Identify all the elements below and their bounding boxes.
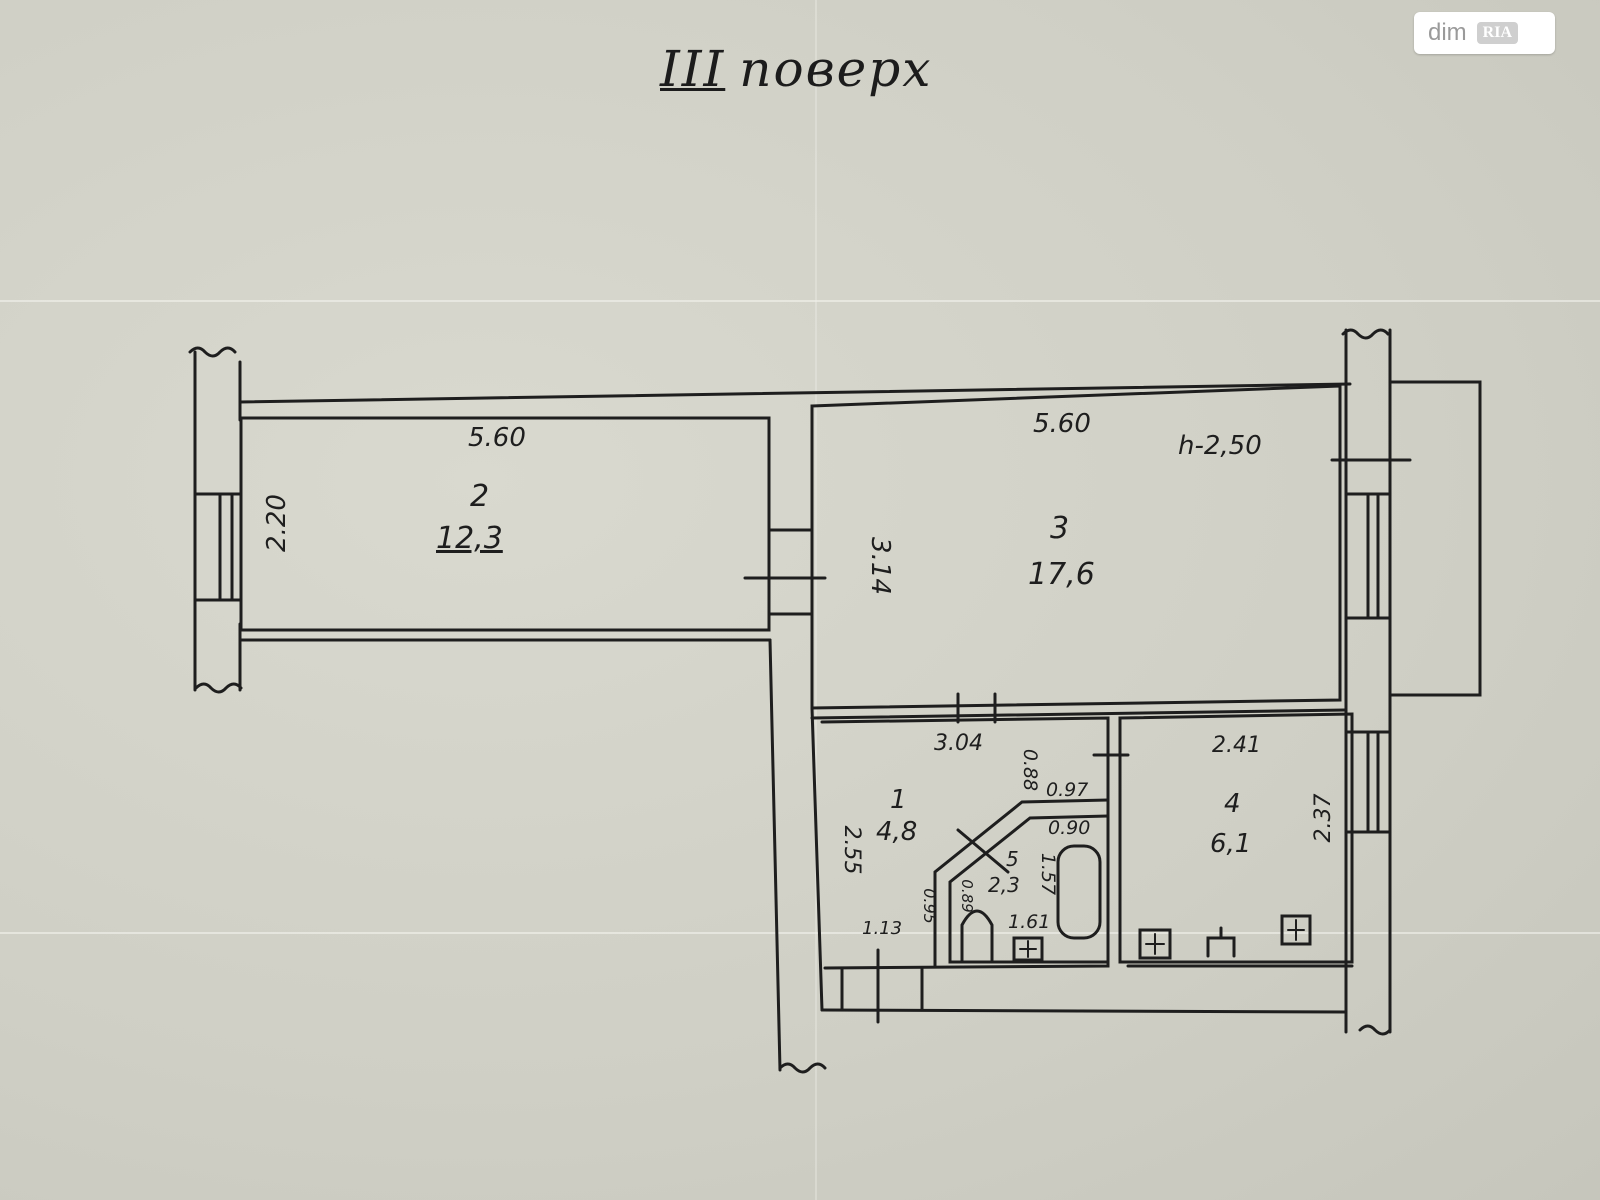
- ceiling-height: h-2,50: [1178, 431, 1262, 461]
- bathroom-inner-wall: [948, 814, 1110, 964]
- right-outer-wall: [1344, 328, 1392, 1034]
- paper-fold-line: [815, 0, 817, 1200]
- wall-break-right-top: [1341, 328, 1390, 340]
- watermark-brand: dim: [1428, 19, 1467, 46]
- floor-label: поверх: [739, 40, 933, 98]
- bottom-outer-wall: [820, 1008, 1348, 1014]
- room-1-width: 3.04: [934, 731, 983, 756]
- kitchen-tap: [1206, 926, 1236, 958]
- dim-097: 0.97: [1046, 779, 1088, 801]
- room-5-number: 5: [1006, 847, 1019, 871]
- wall-break-right-bottom: [1358, 1024, 1392, 1036]
- corridor-walls: [768, 638, 824, 1072]
- bathroom-diagonal-wall: [933, 798, 1110, 968]
- room-2-outline: [239, 416, 771, 632]
- room-4-width: 2.41: [1212, 733, 1261, 758]
- floor-number: III: [660, 40, 726, 98]
- dim-157: 1.57: [1037, 853, 1059, 895]
- wall-break-corridor: [778, 1062, 827, 1074]
- watermark-sub: RIA: [1476, 22, 1519, 44]
- paper-fold-line: [0, 932, 1600, 934]
- door-1-4: [1092, 753, 1130, 802]
- room-1-height: 2.55: [839, 826, 864, 875]
- entrance-door: [840, 948, 924, 1024]
- room-5-area: 2,3: [988, 873, 1020, 897]
- paper-fold-line: [0, 300, 1600, 302]
- balcony-outline: [1388, 380, 1482, 697]
- room-1-outline: [820, 716, 1110, 970]
- window-room-3: [1344, 492, 1392, 620]
- stove: [1280, 914, 1312, 946]
- room-2-height: 2.20: [262, 494, 292, 552]
- room-2-width: 5.60: [468, 423, 526, 453]
- window-room-2: [193, 492, 242, 602]
- dim-113: 1.13: [862, 918, 902, 939]
- toilet: [960, 909, 994, 962]
- sink: [1012, 936, 1044, 962]
- room-1-number: 1: [890, 785, 907, 815]
- room-2-area: 12,3: [436, 521, 503, 556]
- dim-161: 1.61: [1008, 911, 1050, 933]
- room-3-height: 3.14: [865, 537, 895, 595]
- wall-break-top: [188, 346, 237, 358]
- window-room-4: [1344, 730, 1392, 834]
- wall-break-bottom: [194, 682, 243, 694]
- dim-090: 0.90: [1048, 817, 1090, 839]
- dim-088: 0.88: [1019, 749, 1041, 791]
- top-outer-wall: [238, 382, 1352, 404]
- room-4-height: 2.37: [1311, 794, 1336, 843]
- kitchen-sink: [1138, 928, 1172, 960]
- room-3-area: 17,6: [1028, 557, 1095, 592]
- room-4-area: 6,1: [1210, 829, 1251, 859]
- door-3-1: [956, 692, 997, 724]
- room-3-number: 3: [1050, 511, 1069, 546]
- room-1-area: 4,8: [876, 817, 917, 847]
- room-3-width: 5.60: [1033, 409, 1091, 439]
- bathroom-door: [956, 828, 1010, 874]
- room-3-bottom-wall: [810, 708, 1347, 720]
- dim-095: 0.95: [920, 888, 939, 924]
- bathtub: [1056, 844, 1102, 940]
- room-3-outline: [810, 384, 1342, 710]
- room-4-outline: [1118, 712, 1354, 964]
- room-4-number: 4: [1224, 789, 1241, 819]
- watermark-badge: dim RIA: [1414, 12, 1555, 54]
- room-2-number: 2: [470, 479, 489, 514]
- dim-089: 0.89: [958, 879, 976, 912]
